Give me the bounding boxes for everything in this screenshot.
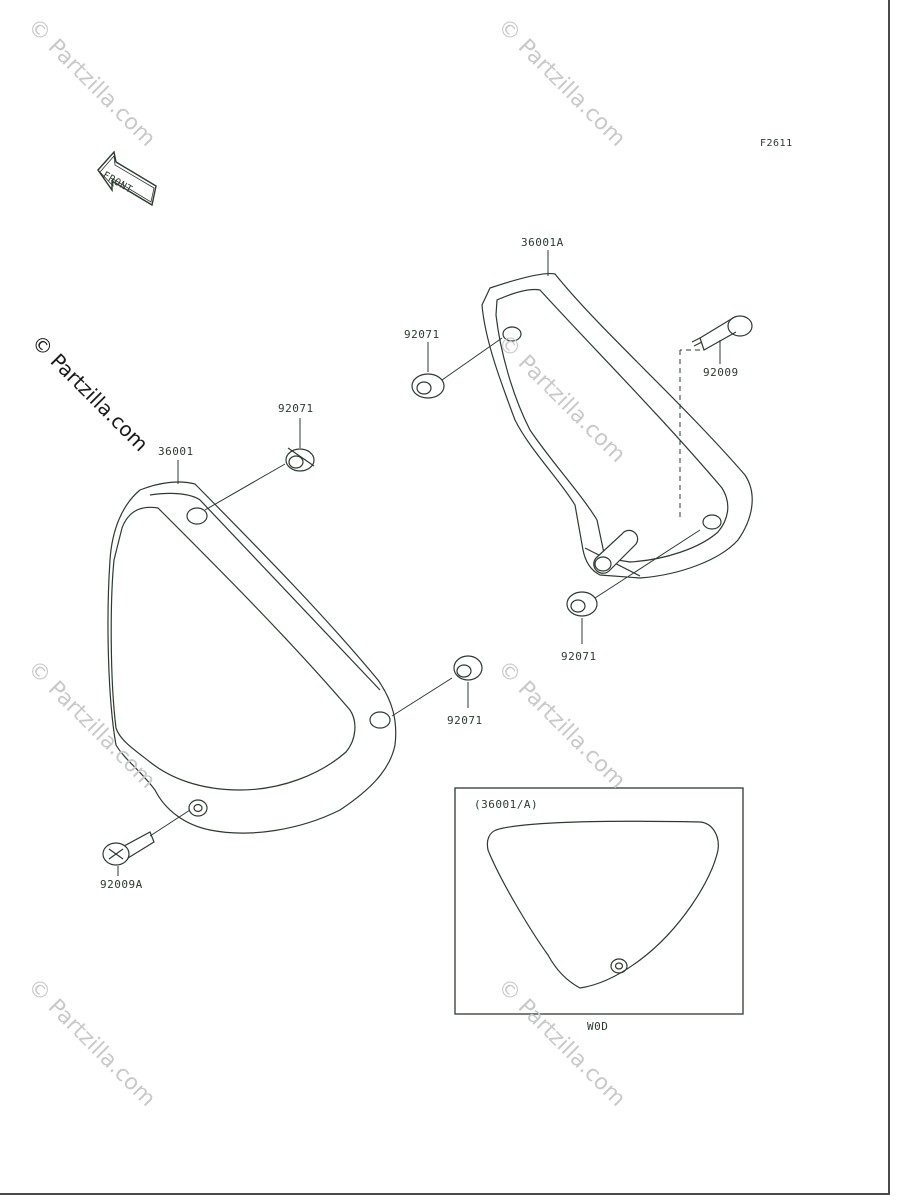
part-label-grommet-d: 92071 [447,714,483,727]
grommet-icon [285,447,315,472]
inset-variant-box [454,787,744,1015]
side-cover-right [481,273,753,579]
part-label-grommet-b: 92071 [278,402,314,415]
inset-caption: W0D [587,1020,609,1033]
part-label-bolt-right: 92009 [703,366,739,379]
part-label-bolt-left: 92009A [100,878,143,891]
part-label-cover-right: 36001A [521,236,564,249]
part-label-cover-left: 36001 [158,445,194,458]
part-label-grommet-a: 92071 [404,328,440,341]
bolt-icon [102,831,155,866]
grommet-icon [453,655,483,681]
page-border-right [888,0,890,1195]
bolt-icon [691,315,753,351]
front-arrow-icon [97,150,157,207]
diagram-code: F2611 [760,138,793,149]
variant-cover-outline [486,820,719,989]
leader-lines [117,250,721,876]
inset-title: (36001/A) [474,798,539,811]
side-cover-left [107,481,397,834]
page-border-bottom [0,1193,890,1195]
grommet-icon [411,373,445,399]
grommet-icon [566,591,598,617]
part-label-grommet-c: 92071 [561,650,597,663]
